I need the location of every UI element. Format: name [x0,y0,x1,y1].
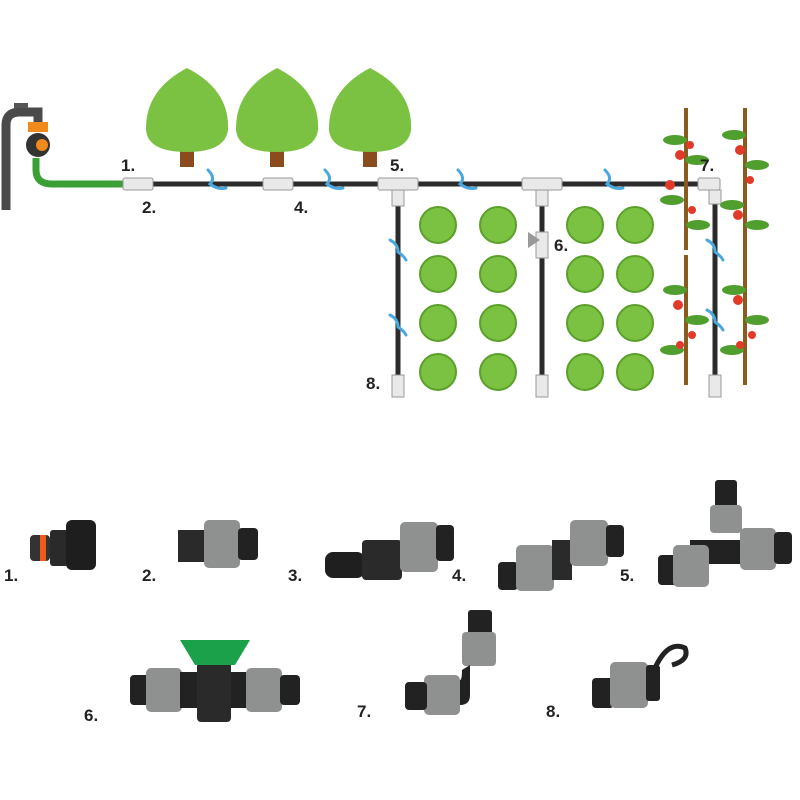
product-3-barbed-adapter [325,522,454,580]
diagram-label-1: 1. [121,156,136,175]
diagram-label-2: 2. [142,198,157,217]
diagram-label-6: 6. [554,236,569,255]
lettuce-plants [419,206,654,391]
product-label-4: 4. [452,566,467,585]
diagram-label-7: 7. [700,156,715,175]
diagram-fittings [122,177,722,398]
product-6-valve [130,640,300,722]
product-4-coupler [498,520,624,591]
product-1-hose-connector [30,520,96,570]
water-drip-icons [206,168,725,337]
product-label-8: 8. [546,702,561,721]
product-label-2: 2. [142,566,157,585]
diagram-valve-icon [528,232,540,248]
trees [145,68,412,167]
lateral-lines [395,184,718,385]
product-5-tee [658,480,792,587]
product-label-6: 6. [84,706,99,725]
garden-hose [32,158,123,188]
product-8-end-plug [592,643,689,708]
garden-tap [1,103,50,210]
product-2-threaded-adapter [178,520,258,568]
product-label-5: 5. [620,566,635,585]
diagram-label-5: 5. [390,156,405,175]
diagram-label-8: 8. [366,374,381,393]
product-label-7: 7. [357,702,372,721]
product-label-1: 1. [4,566,19,585]
diagram-label-4: 4. [294,198,309,217]
product-7-elbow [405,610,496,715]
product-label-3: 3. [288,566,303,585]
tomato-plants [660,108,769,385]
